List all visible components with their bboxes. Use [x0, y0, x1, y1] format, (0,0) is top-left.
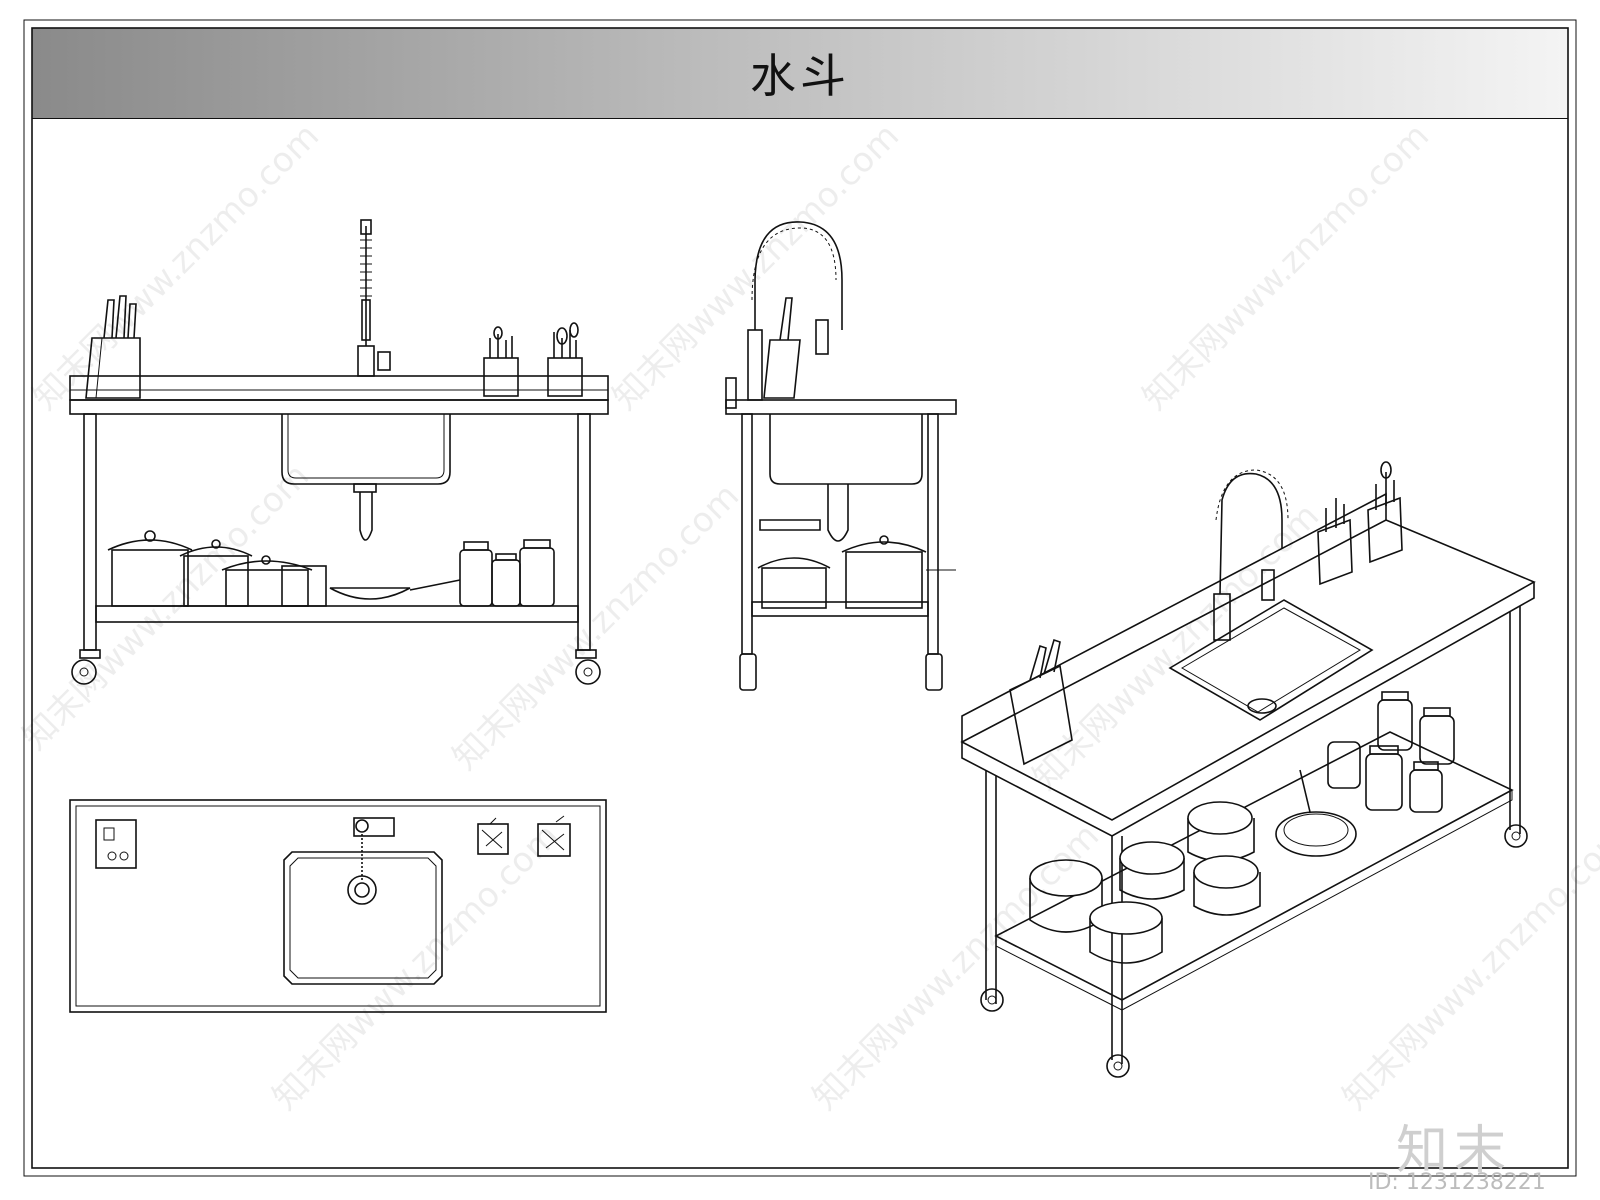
inner-frame: [31, 27, 1569, 1169]
jar-icon: [459, 539, 555, 607]
isometric-view: [960, 461, 1536, 1078]
outer-frame: [23, 19, 1577, 1177]
knife-block-icon: [763, 297, 801, 399]
faucet-icon: [747, 221, 843, 401]
front-elevation-view: [69, 219, 609, 685]
pot-icon: [107, 530, 327, 607]
brand-logo: 知末: [1396, 1121, 1513, 1181]
pan-icon: [1275, 769, 1357, 857]
faucet-icon: [357, 219, 391, 377]
caster-wheel-icon: [980, 824, 1528, 1078]
knife-block-icon: [85, 295, 141, 399]
page-title: 水斗: [750, 49, 850, 103]
jar-icon: [1327, 691, 1455, 813]
caster-wheel-icon: [71, 649, 601, 685]
id-tag: ID: 1231238221: [1368, 1170, 1546, 1195]
plan-view: [69, 799, 607, 1013]
knife-block-icon: [1009, 638, 1073, 766]
utensil-holder-icon: [477, 815, 571, 857]
side-elevation-view: [725, 221, 957, 691]
utensil-holder-icon: [1317, 461, 1403, 586]
faucet-icon: [1213, 469, 1289, 641]
title-band: 水斗: [32, 28, 1568, 119]
pan-icon: [329, 579, 461, 600]
faucet-icon: [347, 817, 395, 905]
knife-block-icon: [95, 819, 137, 869]
utensil-holder-icon: [483, 322, 583, 397]
pot-icon: [1029, 801, 1261, 964]
caster-wheel-icon: [739, 653, 943, 691]
pot-icon: [757, 535, 956, 609]
